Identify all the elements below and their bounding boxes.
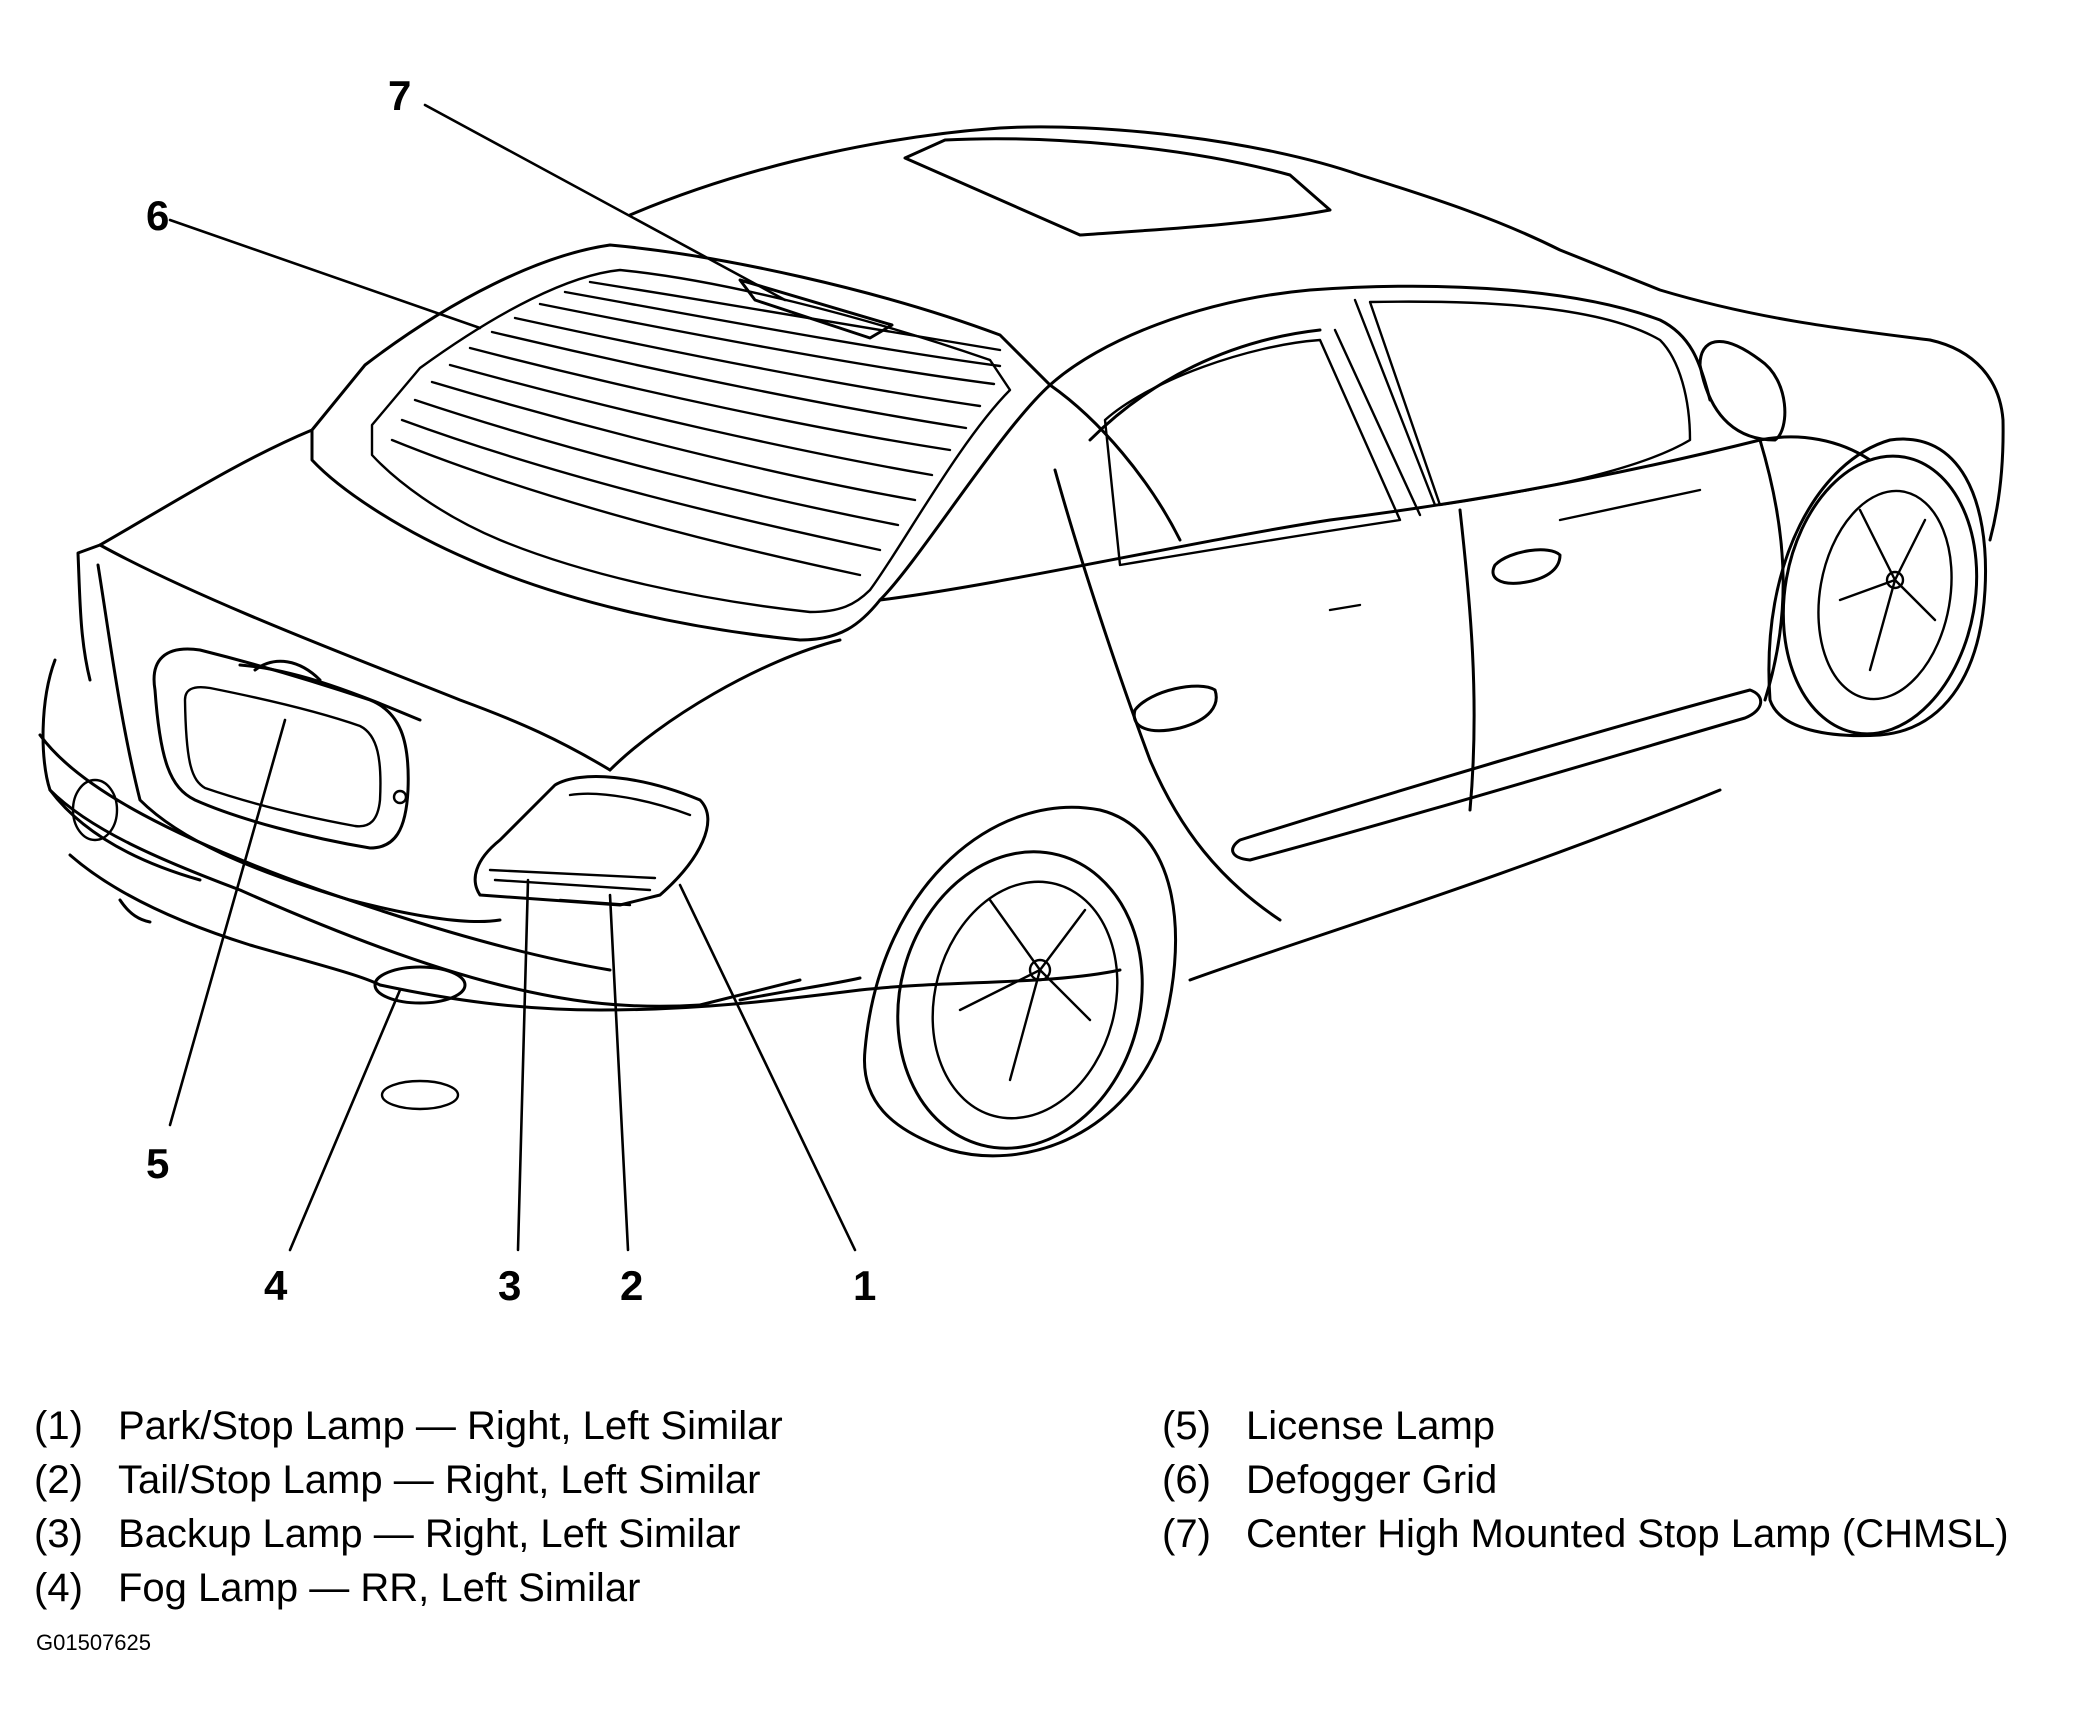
- legend-item-text: Center High Mounted Stop Lamp (CHMSL): [1246, 1512, 2009, 1556]
- legend-item: (6) Defogger Grid: [1162, 1453, 2009, 1507]
- legend-left-column: (1) Park/Stop Lamp — Right, Left Similar…: [34, 1399, 783, 1615]
- legend-item: (1) Park/Stop Lamp — Right, Left Similar: [34, 1399, 783, 1453]
- legend-item-number: (3): [34, 1512, 83, 1556]
- rear-wheel: [862, 805, 1178, 1158]
- callout-2: 2: [620, 1262, 643, 1309]
- leader-7: [423, 103, 787, 302]
- front-wheel: [1767, 437, 1988, 738]
- fog-lamp-shape: [373, 965, 467, 1005]
- legend-item-text: Fog Lamp — RR, Left Similar: [118, 1566, 641, 1610]
- callout-leaders: [168, 103, 857, 1252]
- legend-item-text: Backup Lamp — Right, Left Similar: [118, 1512, 741, 1556]
- callout-numbers: 1 2 3 4 5 6 7: [146, 72, 876, 1309]
- leader-2: [608, 893, 630, 1252]
- legend-item: (4) Fog Lamp — RR, Left Similar: [34, 1561, 783, 1615]
- car-body-outline: [38, 125, 2005, 1158]
- chmsl-lamp-shape: [738, 278, 894, 340]
- callout-3: 3: [498, 1262, 521, 1309]
- callout-4: 4: [264, 1262, 288, 1309]
- sunroof-outline: [903, 137, 1332, 237]
- leader-1: [678, 883, 857, 1252]
- callout-6: 6: [146, 192, 169, 239]
- legend-item: (2) Tail/Stop Lamp — Right, Left Similar: [34, 1453, 783, 1507]
- legend-item: (7) Center High Mounted Stop Lamp (CHMSL…: [1162, 1507, 2009, 1561]
- callout-1: 1: [853, 1262, 876, 1309]
- callout-5: 5: [146, 1140, 169, 1187]
- legend-item-number: (4): [34, 1566, 83, 1610]
- legend-item: (5) License Lamp: [1162, 1399, 2009, 1453]
- legend-item-number: (6): [1162, 1458, 1211, 1502]
- legend-item-number: (1): [34, 1404, 83, 1448]
- legend-item-text: Park/Stop Lamp — Right, Left Similar: [118, 1404, 783, 1448]
- defogger-grid-lines: [390, 280, 1002, 577]
- figure-id: G01507625: [36, 1630, 151, 1655]
- leader-5: [168, 718, 287, 1127]
- legend-item-text: Defogger Grid: [1246, 1458, 1498, 1502]
- leader-3: [516, 878, 530, 1252]
- side-moulding: [1231, 688, 1763, 862]
- rear-window-frame: [310, 243, 1052, 642]
- legend-item-text: License Lamp: [1246, 1404, 1496, 1448]
- side-mirror: [1698, 340, 1787, 442]
- legend-item-text: Tail/Stop Lamp — Right, Left Similar: [118, 1458, 761, 1502]
- legend-right-column: (5) License Lamp (6) Defogger Grid (7) C…: [1162, 1399, 2009, 1561]
- legend-item-number: (2): [34, 1458, 83, 1502]
- leader-6: [168, 218, 482, 330]
- tail-lamp-cluster: [473, 775, 710, 907]
- legend-item-number: (7): [1162, 1512, 1211, 1556]
- callout-7: 7: [388, 72, 411, 119]
- leader-4: [288, 988, 402, 1252]
- legend-item: (3) Backup Lamp — Right, Left Similar: [34, 1507, 783, 1561]
- license-plate-recess: [152, 647, 410, 850]
- legend-item-number: (5): [1162, 1404, 1211, 1448]
